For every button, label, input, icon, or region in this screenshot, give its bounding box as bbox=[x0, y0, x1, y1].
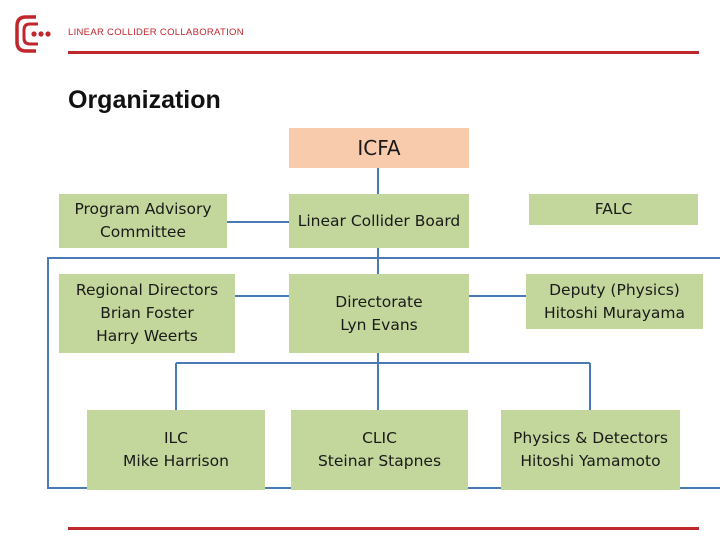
node-ilc: ILC Mike Harrison bbox=[87, 410, 265, 490]
node-regional-directors: Regional Directors Brian Foster Harry We… bbox=[59, 274, 235, 353]
node-clic: CLIC Steinar Stapnes bbox=[291, 410, 468, 490]
node-linear-collider-board: Linear Collider Board bbox=[289, 194, 469, 248]
node-directorate: Directorate Lyn Evans bbox=[289, 274, 469, 353]
header-divider bbox=[68, 51, 699, 54]
node-falc: FALC bbox=[529, 194, 698, 225]
footer-divider bbox=[68, 527, 699, 530]
node-physics-detectors: Physics & Detectors Hitoshi Yamamoto bbox=[501, 410, 680, 490]
node-icfa: ICFA bbox=[289, 128, 469, 168]
node-deputy-physics: Deputy (Physics) Hitoshi Murayama bbox=[526, 274, 703, 329]
lcc-logo-icon bbox=[15, 15, 51, 53]
node-program-advisory-committee: Program Advisory Committee bbox=[59, 194, 227, 248]
organization-name: LINEAR COLLIDER COLLABORATION bbox=[68, 27, 244, 38]
page-title: Organization bbox=[68, 86, 221, 114]
